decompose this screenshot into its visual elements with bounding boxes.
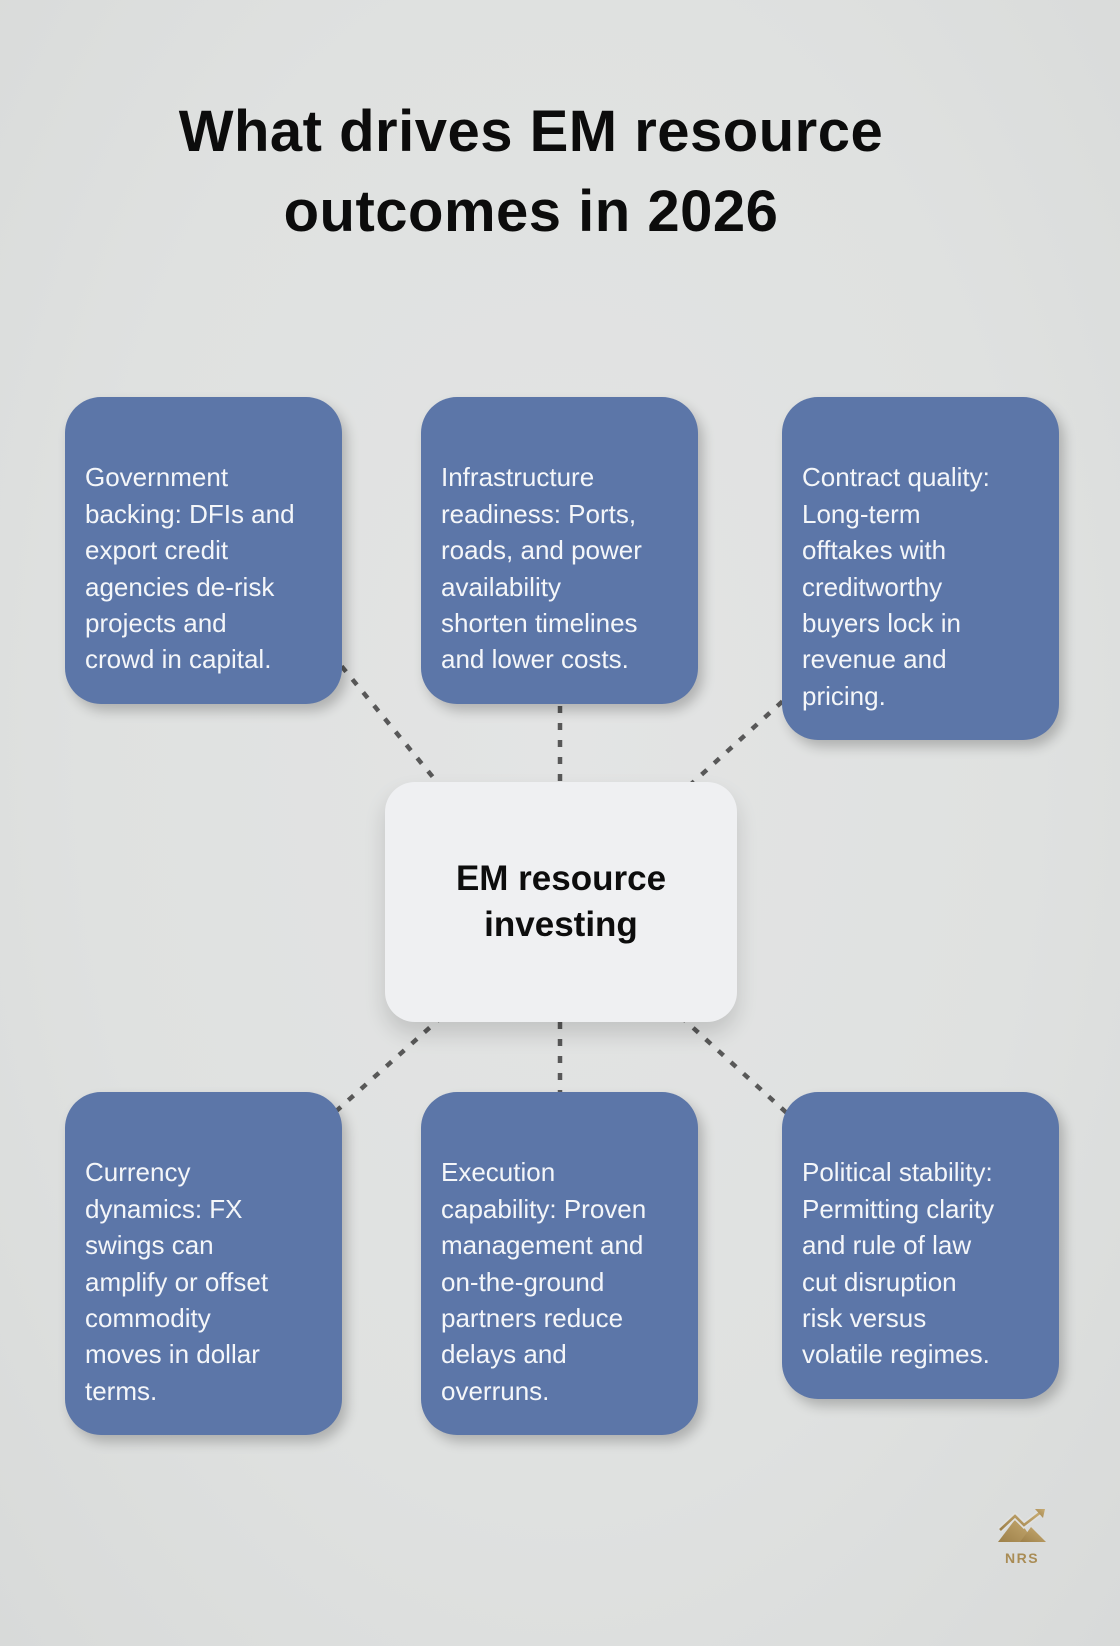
- factor-text: Execution capability: Proven management …: [441, 1157, 647, 1406]
- connector-bottom-left: [313, 1003, 457, 1132]
- factor-text: Contract quality: Long-term offtakes wit…: [802, 462, 990, 711]
- center-node: EM resource investing: [385, 782, 737, 1022]
- center-node-label: EM resource investing: [455, 858, 667, 944]
- logo-text: NRS: [1004, 1550, 1040, 1566]
- nrs-logo: NRS: [994, 1508, 1050, 1566]
- factor-text: Political stability: Permitting clarity …: [802, 1157, 995, 1370]
- factor-box-infrastructure-readiness: Infrastructure readiness: Ports, roads, …: [421, 397, 698, 704]
- connector-top-left: [318, 638, 462, 812]
- factor-box-currency-dynamics: Currency dynamics: FX swings can amplify…: [65, 1092, 342, 1436]
- factor-box-political-stability: Political stability: Permitting clarity …: [782, 1092, 1059, 1399]
- factor-text: Infrastructure readiness: Ports, roads, …: [441, 462, 642, 675]
- mountain-chart-icon: [997, 1509, 1046, 1542]
- factor-text: Currency dynamics: FX swings can amplify…: [85, 1157, 269, 1406]
- factor-text: Government backing: DFIs and export cred…: [85, 462, 295, 675]
- factor-box-execution-capability: Execution capability: Proven management …: [421, 1092, 698, 1436]
- page-title: What drives EM resource outcomes in 2026: [178, 99, 884, 245]
- connector-bottom-right: [666, 1003, 802, 1127]
- factor-box-contract-quality: Contract quality: Long-term offtakes wit…: [782, 397, 1059, 741]
- factor-box-government-backing: Government backing: DFIs and export cred…: [65, 397, 342, 704]
